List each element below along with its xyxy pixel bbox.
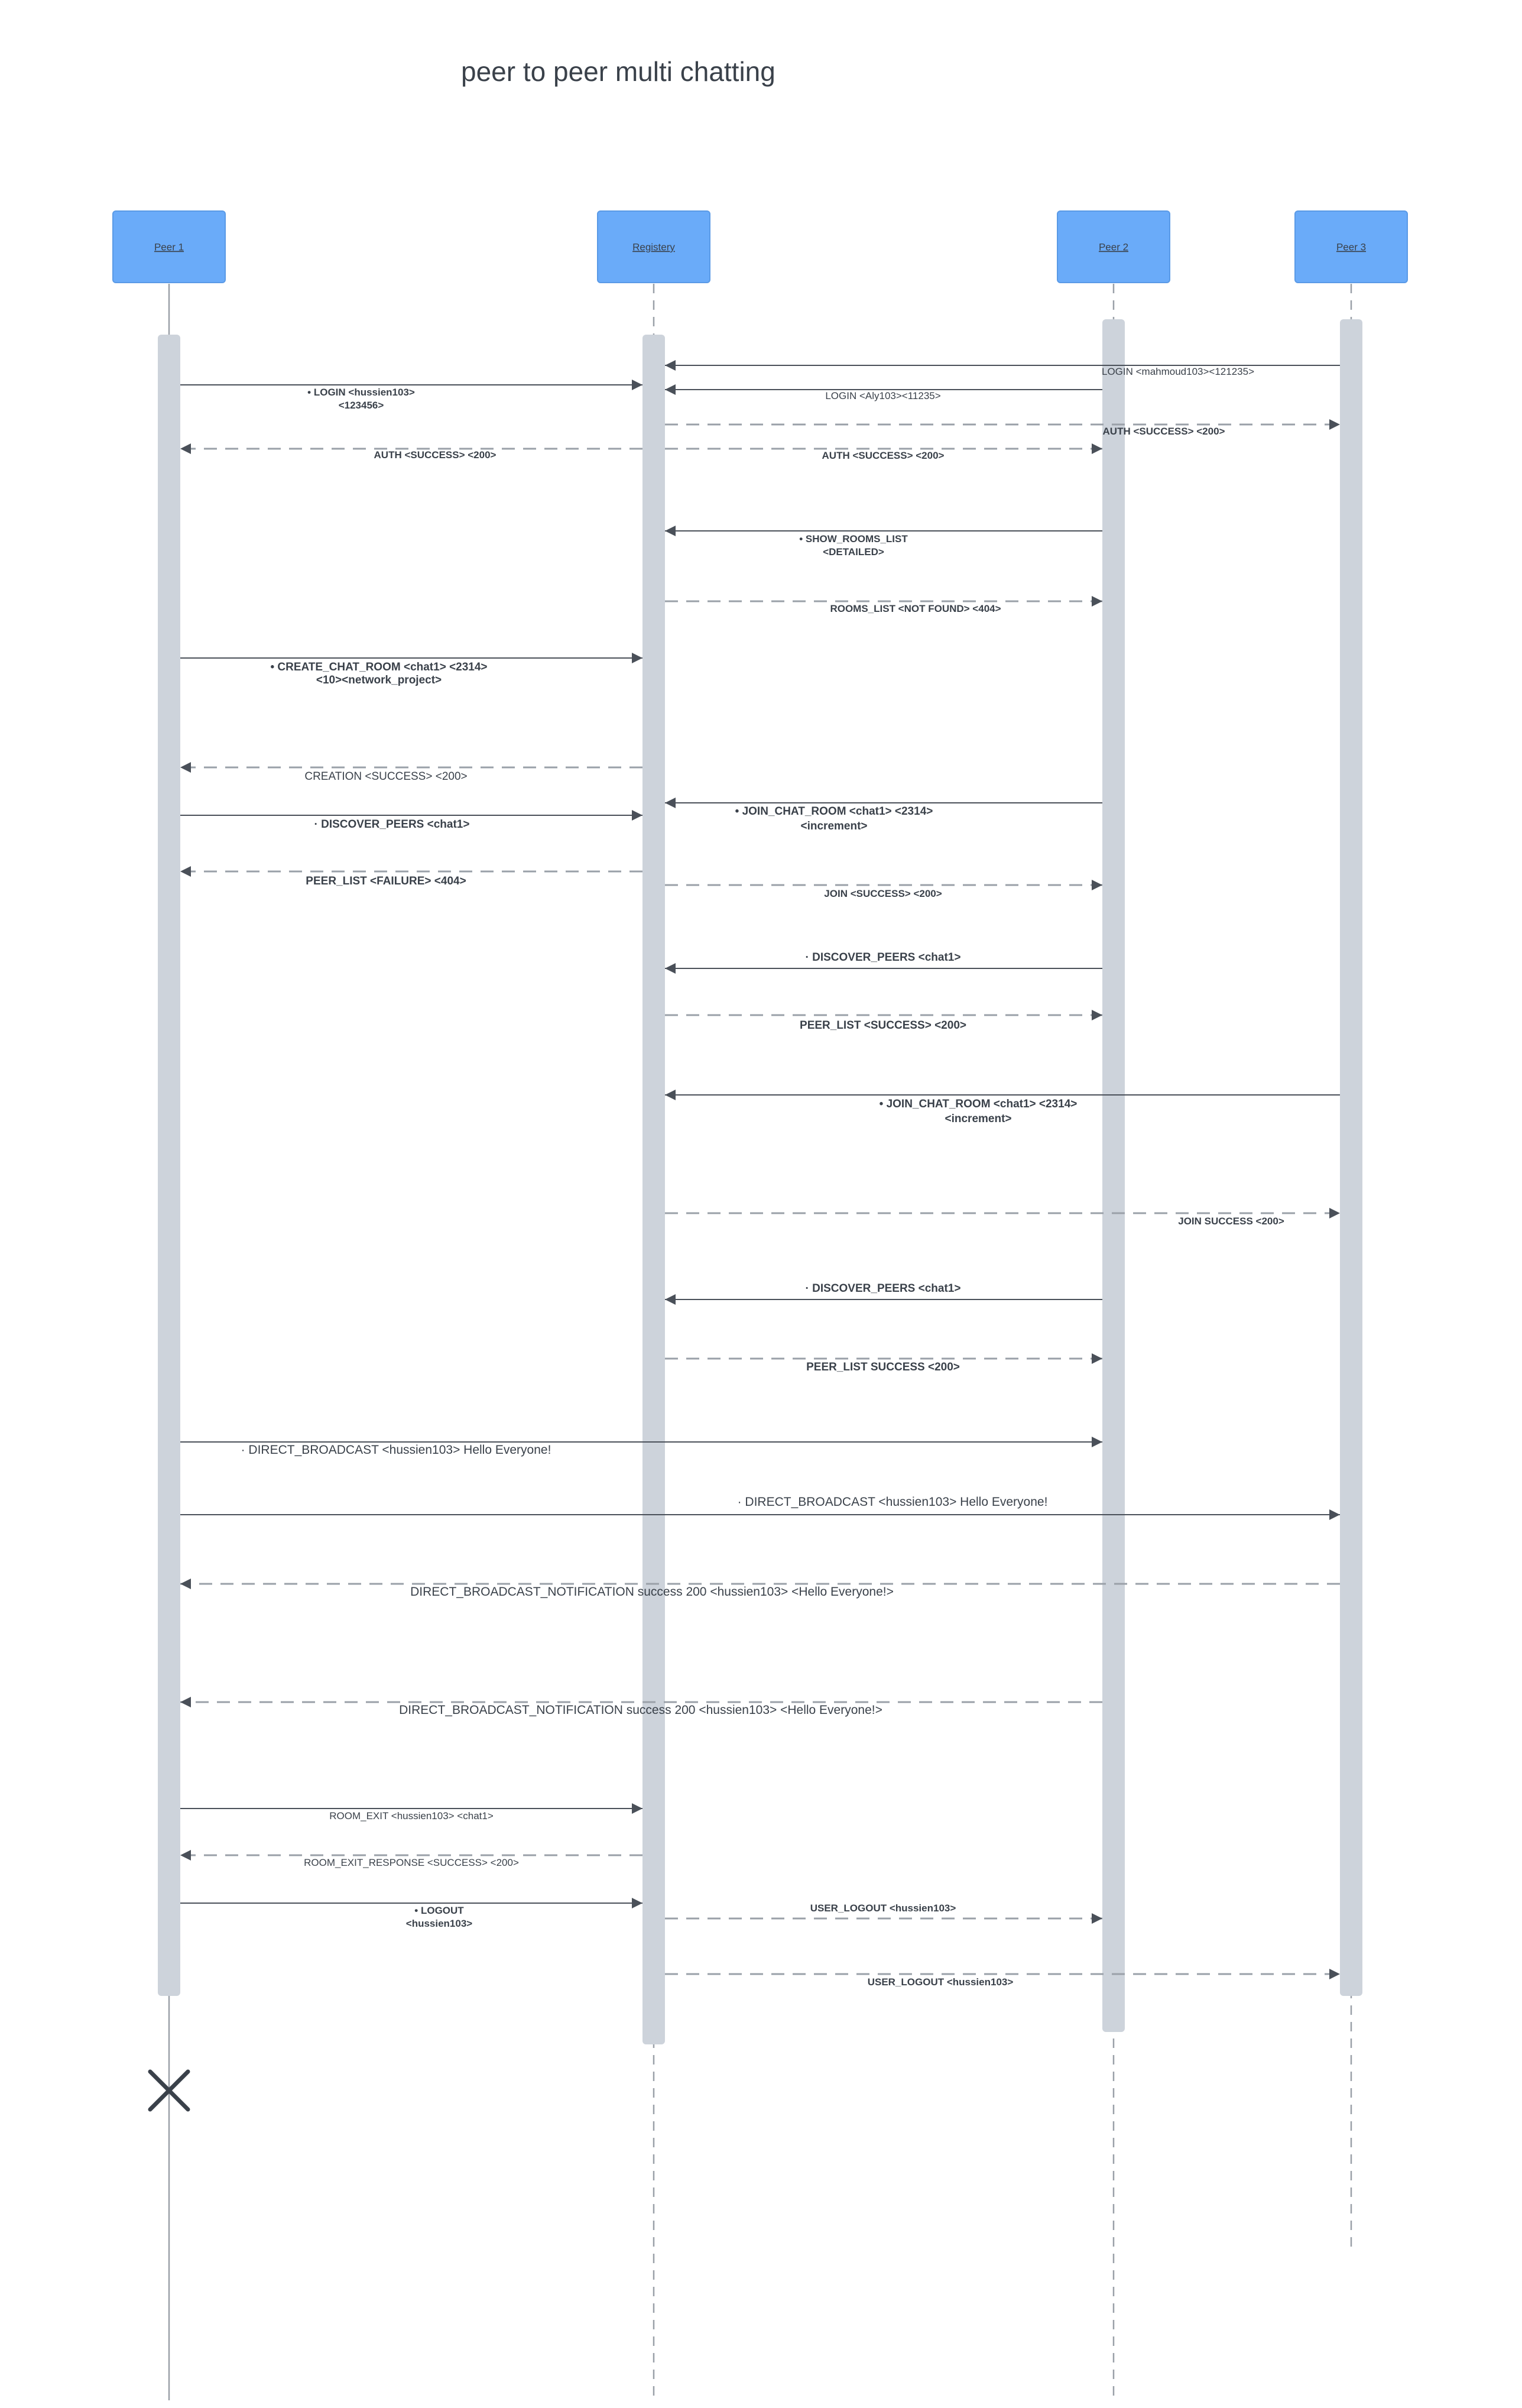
participant-box[interactable] [597, 210, 710, 283]
participant-label: Peer 1 [154, 242, 184, 253]
message-label: · DISCOVER_PEERS <chat1> [314, 818, 470, 831]
message-label: <123456> [339, 400, 384, 411]
message-label: • LOGIN <hussien103> [307, 387, 415, 398]
message-16: • JOIN_CHAT_ROOM <chat1> <2314> <incremen… [665, 1090, 1340, 1125]
message-25: ROOM_EXIT_RESPONSE <SUCCESS> <200> [180, 1850, 642, 1868]
message-14: · DISCOVER_PEERS <chat1> [665, 951, 1102, 974]
message-26: • LOGOUT <hussien103> [180, 1898, 642, 1929]
message-27: USER_LOGOUT <hussien103> [665, 1903, 1102, 1924]
message-label: <DETAILED> [823, 546, 884, 558]
message-label: <10><network_project> [316, 674, 442, 686]
activation-bar-p2 [1102, 319, 1125, 2032]
message-label: · DISCOVER_PEERS <chat1> [806, 951, 961, 964]
message-17: JOIN SUCCESS <200> [665, 1208, 1340, 1227]
message-6: • SHOW_ROOMS_LIST<DETAILED> [665, 526, 1102, 558]
message-label: PEER_LIST SUCCESS <200> [806, 1361, 960, 1373]
participant-label: Registery [632, 242, 675, 253]
message-label: · DIRECT_BROADCAST <hussien103> Hello Ev… [241, 1443, 551, 1457]
message-label: • JOIN_CHAT_ROOM <chat1> <2314> [880, 1098, 1078, 1110]
message-label: • SHOW_ROOMS_LIST [799, 533, 908, 545]
message-label: DIRECT_BROADCAST_NOTIFICATION success 20… [399, 1703, 882, 1717]
diagram-title: peer to peer multi chatting [461, 56, 775, 87]
message-label: AUTH <SUCCESS> <200> [374, 449, 496, 461]
message-20: · DIRECT_BROADCAST <hussien103> Hello Ev… [180, 1437, 1102, 1457]
message-label: AUTH <SUCCESS> <200> [822, 450, 945, 461]
message-4: AUTH <SUCCESS> <200> [180, 443, 642, 461]
message-21: · DIRECT_BROADCAST <hussien103> Hello Ev… [180, 1495, 1340, 1520]
message-3: AUTH <SUCCESS> <200> [665, 419, 1340, 437]
activation-bar-p3 [1340, 319, 1362, 1996]
message-label: ROOM_EXIT <hussien103> <chat1> [329, 1810, 494, 1822]
activation-bar-p1 [158, 335, 180, 1996]
message-label: ROOM_EXIT_RESPONSE <SUCCESS> <200> [304, 1857, 519, 1868]
message-label: AUTH <SUCCESS> <200> [1103, 426, 1225, 437]
message-0: LOGIN <mahmoud103><121235> [665, 360, 1340, 377]
message-label: JOIN SUCCESS <200> [1178, 1216, 1284, 1227]
message-label: · DISCOVER_PEERS <chat1> [806, 1282, 961, 1295]
message-label: <increment> [801, 820, 868, 832]
participant-p1[interactable]: Peer 1 [112, 210, 226, 283]
participant-headers: Peer 1 Registery Peer 2 Peer 3 [112, 210, 1408, 283]
message-label: ROOMS_LIST <NOT FOUND> <404> [830, 603, 1001, 614]
message-13: JOIN <SUCCESS> <200> [665, 880, 1102, 899]
message-label: PEER_LIST <SUCCESS> <200> [800, 1019, 966, 1032]
participant-box[interactable] [1057, 210, 1170, 283]
message-12: PEER_LIST <FAILURE> <404> [180, 866, 642, 887]
message-label: USER_LOGOUT <hussien103> [810, 1903, 956, 1914]
activation-bars [158, 319, 1362, 2044]
message-label: USER_LOGOUT <hussien103> [868, 1976, 1014, 1988]
message-8: • CREATE_CHAT_ROOM <chat1> <2314><10><ne… [180, 653, 642, 686]
message-label: PEER_LIST <FAILURE> <404> [306, 875, 466, 887]
message-label: JOIN <SUCCESS> <200> [824, 888, 942, 899]
message-label: • JOIN_CHAT_ROOM <chat1> <2314> [735, 805, 933, 818]
message-19: PEER_LIST SUCCESS <200> [665, 1353, 1102, 1373]
message-label: • LOGOUT [414, 1905, 464, 1916]
message-11: · DISCOVER_PEERS <chat1> [180, 810, 642, 831]
message-label: DIRECT_BROADCAST_NOTIFICATION success 20… [410, 1585, 894, 1599]
message-label: CREATION <SUCCESS> <200> [304, 770, 467, 783]
message-9: CREATION <SUCCESS> <200> [180, 762, 642, 783]
participant-box[interactable] [112, 210, 226, 283]
participant-box[interactable] [1294, 210, 1408, 283]
message-23: DIRECT_BROADCAST_NOTIFICATION success 20… [180, 1697, 1102, 1717]
participant-p3[interactable]: Peer 3 [1294, 210, 1408, 283]
message-label: <hussien103> [406, 1918, 473, 1929]
messages: LOGIN <mahmoud103><121235> • LOGIN <hussi… [180, 360, 1340, 1988]
message-18: · DISCOVER_PEERS <chat1> [665, 1282, 1102, 1305]
message-5: AUTH <SUCCESS> <200> [665, 443, 1102, 461]
message-7: ROOMS_LIST <NOT FOUND> <404> [665, 596, 1102, 614]
activation-bar-reg [642, 335, 665, 2044]
message-label: • CREATE_CHAT_ROOM <chat1> <2314> [270, 661, 487, 673]
message-label: <increment> [945, 1113, 1012, 1125]
destruction-marker [148, 2069, 190, 2112]
participant-label: Peer 2 [1099, 242, 1128, 253]
message-10: • JOIN_CHAT_ROOM <chat1> <2314> <incremen… [665, 798, 1102, 832]
participant-p2[interactable]: Peer 2 [1057, 210, 1170, 283]
message-label: LOGIN <mahmoud103><121235> [1102, 366, 1254, 377]
participant-label: Peer 3 [1336, 242, 1366, 253]
message-1: • LOGIN <hussien103> <123456> [180, 380, 642, 411]
message-24: ROOM_EXIT <hussien103> <chat1> [180, 1803, 642, 1822]
message-22: DIRECT_BROADCAST_NOTIFICATION success 20… [180, 1579, 1340, 1599]
participant-reg[interactable]: Registery [597, 210, 710, 283]
message-15: PEER_LIST <SUCCESS> <200> [665, 1010, 1102, 1032]
message-2: LOGIN <Aly103><11235> [665, 384, 1102, 401]
message-label: LOGIN <Aly103><11235> [825, 390, 940, 401]
message-label: · DIRECT_BROADCAST <hussien103> Hello Ev… [738, 1495, 1048, 1509]
message-28: USER_LOGOUT <hussien103> [665, 1969, 1340, 1988]
